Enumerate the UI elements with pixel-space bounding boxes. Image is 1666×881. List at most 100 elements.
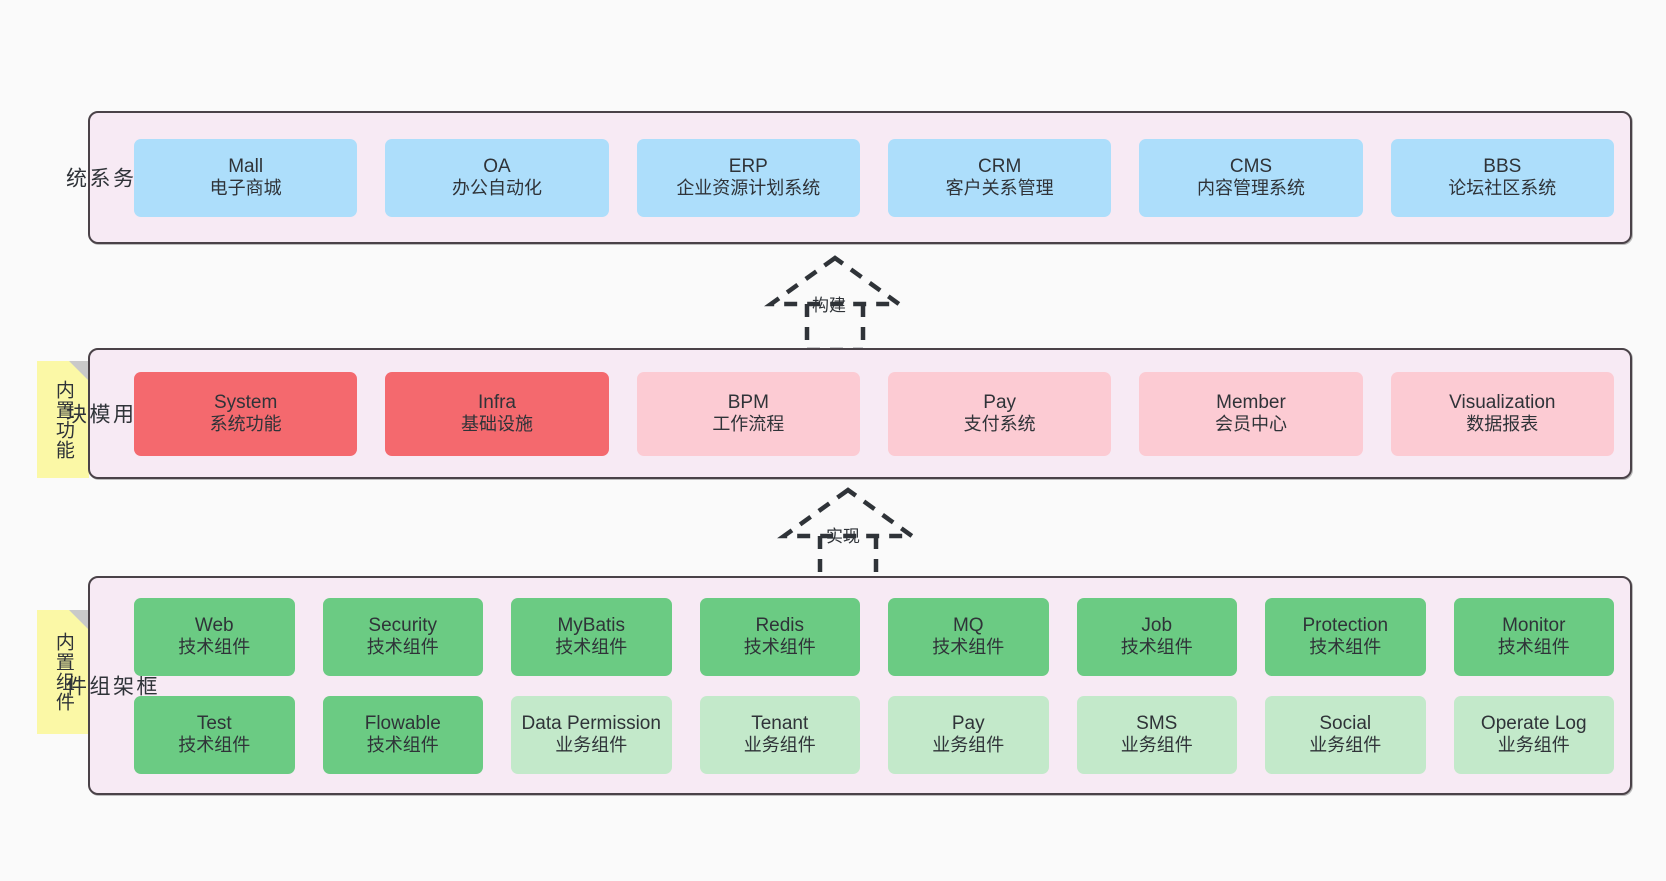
card-title: Visualization	[1449, 391, 1556, 413]
card-title: Member	[1216, 391, 1286, 413]
card-subtitle: 技术组件	[1120, 637, 1193, 658]
card-row: System 系统功能 Infra 基础设施 BPM 工作流程 Pay 支付系统…	[134, 371, 1614, 456]
connector-build-label: 构建	[812, 296, 846, 315]
sticky-note-label: 内置组件	[52, 632, 74, 712]
card-title: Protection	[1302, 614, 1389, 636]
card-subtitle: 工作流程	[712, 414, 785, 435]
card-title: Operate Log	[1480, 712, 1587, 734]
card-system[interactable]: System 系统功能	[134, 371, 358, 456]
card-subtitle: 电子商城	[209, 178, 282, 199]
card-title: Data Permission	[521, 712, 661, 734]
card-subtitle: 技术组件	[932, 637, 1005, 658]
card-subtitle: 会员中心	[1214, 414, 1287, 435]
card-subtitle: 基础设施	[460, 414, 533, 435]
card-title: Infra	[477, 391, 516, 413]
card-subtitle: 系统功能	[209, 414, 282, 435]
card-bbs[interactable]: BBS 论坛社区系统	[1390, 138, 1614, 217]
card-title: BBS	[1483, 155, 1522, 177]
card-title: Mall	[228, 155, 264, 177]
card-data-permission[interactable]: Data Permission 业务组件	[511, 695, 672, 774]
card-row: Test 技术组件 Flowable 技术组件 Data Permission …	[134, 695, 1614, 774]
card-subtitle: 业务组件	[932, 735, 1005, 756]
card-test[interactable]: Test 技术组件	[134, 695, 295, 774]
layer-title-common-module: 通 用 模 块	[63, 402, 157, 425]
card-title: Social	[1319, 712, 1372, 734]
card-title: Test	[196, 712, 232, 734]
card-job[interactable]: Job 技术组件	[1076, 597, 1237, 676]
page-fold-icon	[69, 610, 89, 630]
card-subtitle: 客户关系管理	[945, 178, 1054, 199]
card-subtitle: 技术组件	[1309, 637, 1382, 658]
layer-body-framework-component: Web 技术组件 Security 技术组件 MyBatis 技术组件 Redi…	[130, 578, 1630, 793]
card-web[interactable]: Web 技术组件	[134, 597, 295, 676]
card-title: Web	[194, 614, 234, 636]
card-row: Web 技术组件 Security 技术组件 MyBatis 技术组件 Redi…	[134, 597, 1614, 676]
card-subtitle: 企业资源计划系统	[676, 178, 821, 199]
card-crm[interactable]: CRM 客户关系管理	[887, 138, 1112, 217]
card-mall[interactable]: Mall 电子商城	[134, 138, 358, 217]
card-subtitle: 技术组件	[178, 735, 251, 756]
card-title: Flowable	[364, 712, 441, 734]
sticky-note-builtin-function: 内置功能	[37, 361, 89, 478]
card-redis[interactable]: Redis 技术组件	[699, 597, 860, 676]
card-subtitle: 业务组件	[1120, 735, 1193, 756]
card-title: Security	[368, 614, 438, 636]
sticky-note-label: 内置功能	[52, 379, 74, 460]
card-operate-log[interactable]: Operate Log 业务组件	[1453, 695, 1614, 774]
card-title: OA	[483, 155, 511, 177]
card-subtitle: 论坛社区系统	[1448, 178, 1557, 199]
connector-realize-label: 实现	[826, 527, 860, 546]
card-subtitle: 技术组件	[178, 637, 251, 658]
card-title: BPM	[727, 391, 769, 413]
card-member[interactable]: Member 会员中心	[1139, 371, 1363, 456]
card-pay-module[interactable]: Pay 支付系统	[887, 371, 1112, 456]
layer-title-framework-component: 框 架 组 件	[63, 674, 158, 697]
layer-body-common-module: System 系统功能 Infra 基础设施 BPM 工作流程 Pay 支付系统…	[130, 350, 1630, 477]
card-cms[interactable]: CMS 内容管理系统	[1139, 138, 1363, 217]
card-erp[interactable]: ERP 企业资源计划系统	[636, 138, 860, 217]
card-title: CMS	[1229, 155, 1273, 177]
card-subtitle: 办公自动化	[451, 178, 542, 199]
card-subtitle: 业务组件	[1497, 735, 1570, 756]
card-social[interactable]: Social 业务组件	[1265, 695, 1426, 774]
card-subtitle: 技术组件	[366, 735, 439, 756]
card-subtitle: 支付系统	[963, 414, 1036, 435]
card-pay-component[interactable]: Pay 业务组件	[888, 695, 1049, 774]
card-security[interactable]: Security 技术组件	[322, 597, 483, 676]
card-subtitle: 技术组件	[555, 637, 628, 658]
card-title: Redis	[755, 614, 805, 636]
card-title: Job	[1141, 614, 1173, 636]
card-title: Pay	[951, 712, 985, 734]
page-fold-icon	[69, 361, 89, 381]
card-monitor[interactable]: Monitor 技术组件	[1453, 597, 1614, 676]
card-subtitle: 内容管理系统	[1196, 178, 1305, 199]
card-title: System	[213, 391, 278, 413]
card-visualization[interactable]: Visualization 数据报表	[1390, 371, 1614, 456]
card-infra[interactable]: Infra 基础设施	[385, 371, 609, 456]
card-subtitle: 数据报表	[1466, 414, 1539, 435]
card-title: ERP	[728, 155, 768, 177]
sticky-note-builtin-component: 内置组件	[37, 610, 89, 734]
card-bpm[interactable]: BPM 工作流程	[636, 371, 860, 456]
card-title: Pay	[983, 391, 1017, 413]
card-mybatis[interactable]: MyBatis 技术组件	[511, 597, 672, 676]
card-tenant[interactable]: Tenant 业务组件	[699, 695, 860, 774]
card-protection[interactable]: Protection 技术组件	[1265, 597, 1426, 676]
card-flowable[interactable]: Flowable 技术组件	[322, 695, 483, 774]
layer-title-business-system: 业 务 系 统	[63, 166, 157, 189]
card-title: SMS	[1136, 712, 1178, 734]
card-oa[interactable]: OA 办公自动化	[385, 138, 609, 217]
card-subtitle: 业务组件	[555, 735, 628, 756]
layer-business-system: 业 务 系 统 Mall 电子商城 OA 办公自动化 ERP 企业资源计划系统 …	[63, 111, 1632, 244]
layer-body-business-system: Mall 电子商城 OA 办公自动化 ERP 企业资源计划系统 CRM 客户关系…	[130, 113, 1630, 242]
layer-common-module: 通 用 模 块 System 系统功能 Infra 基础设施 BPM 工作流程 …	[63, 348, 1632, 479]
card-subtitle: 技术组件	[743, 637, 816, 658]
card-row: Mall 电子商城 OA 办公自动化 ERP 企业资源计划系统 CRM 客户关系…	[134, 138, 1614, 217]
card-subtitle: 技术组件	[1497, 637, 1570, 658]
card-mq[interactable]: MQ 技术组件	[888, 597, 1049, 676]
card-sms[interactable]: SMS 业务组件	[1076, 695, 1237, 774]
layer-framework-component: 框 架 组 件 Web 技术组件 Security 技术组件 MyBatis 技…	[63, 576, 1632, 795]
card-title: MQ	[952, 614, 984, 636]
card-title: Monitor	[1502, 614, 1566, 636]
